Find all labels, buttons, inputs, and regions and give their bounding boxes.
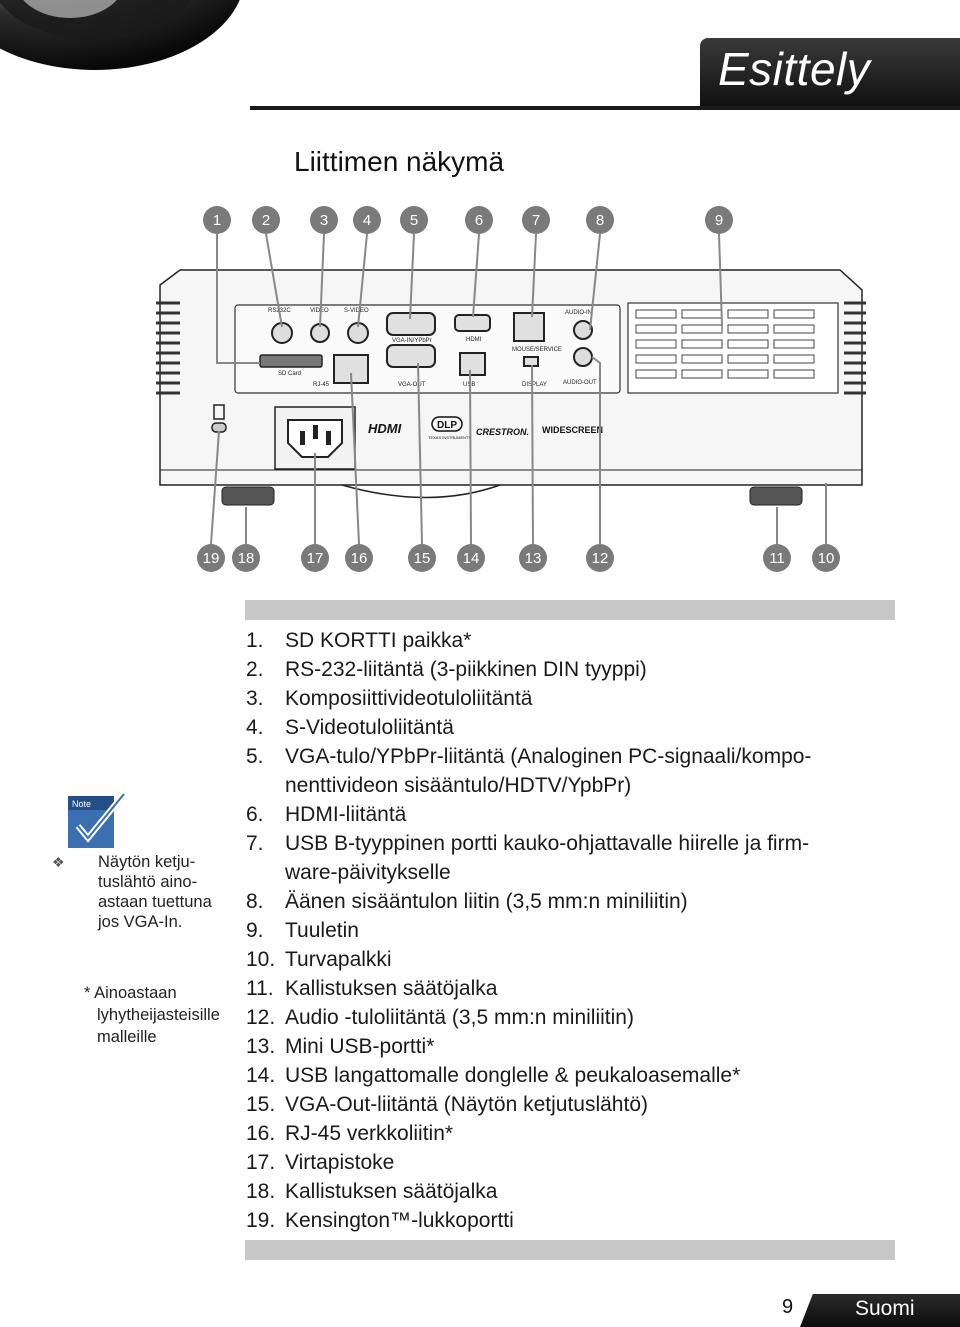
- svg-text:RJ-45: RJ-45: [313, 382, 330, 388]
- section-title: Liittimen näkymä: [294, 146, 505, 177]
- list-item: 11.Kallistuksen säätöjalka: [246, 977, 498, 1000]
- list-item: 9.Tuuletin: [246, 919, 359, 942]
- footer-tab: [800, 1294, 960, 1327]
- svg-text:15: 15: [414, 550, 431, 567]
- svg-text:VGA-OUT: VGA-OUT: [398, 382, 426, 388]
- svg-text:14: 14: [463, 550, 480, 567]
- list-item: 17.Virtapistoke: [246, 1151, 395, 1174]
- callout-16: 16: [345, 544, 373, 572]
- note-text: ❖ Näytön ketju- tuslähtö aino- astaan tu…: [52, 853, 212, 931]
- page-number: 9: [782, 1296, 794, 1318]
- svg-text:6: 6: [475, 212, 483, 229]
- callout-15: 15: [408, 544, 436, 572]
- svg-text:7: 7: [532, 212, 540, 229]
- list-item: 7.USB B-tyyppinen portti kauko-ohjattava…: [246, 832, 810, 855]
- list-item: 14.USB langattomalle donglelle & peukalo…: [246, 1064, 741, 1087]
- list-item: 5.VGA-tulo/YPbPr-liitäntä (Analoginen PC…: [246, 745, 812, 768]
- svg-text:2: 2: [262, 212, 270, 229]
- list-item: 13.Mini USB-portti*: [246, 1035, 435, 1058]
- list-top-bar: [245, 600, 895, 620]
- list-item: nenttivideon sisääntulo/HDTV/YpbPr): [285, 774, 632, 797]
- callout-18: 18: [232, 544, 260, 572]
- projector-body: RS232C VIDEO S-VIDEO VGA-IN/YPbPr HDMI M…: [156, 269, 866, 506]
- svg-text:3: 3: [320, 212, 328, 229]
- svg-text:12: 12: [592, 550, 609, 567]
- svg-text:S-VIDEO: S-VIDEO: [344, 308, 369, 314]
- lens-decoration: [0, 0, 250, 70]
- svg-text:19: 19: [203, 550, 220, 567]
- list-item: 2.RS-232-liitäntä (3-piikkinen DIN tyypp…: [246, 658, 647, 681]
- svg-text:18: 18: [238, 550, 255, 567]
- list-item: 18.Kallistuksen säätöjalka: [246, 1180, 498, 1203]
- svg-text:16: 16: [351, 550, 368, 567]
- callout-1: 1: [203, 206, 231, 234]
- svg-text:CRESTRON.: CRESTRON.: [476, 427, 529, 437]
- list-item: 10.Turvapalkki: [246, 948, 392, 971]
- callout-5: 5: [400, 206, 428, 234]
- callout-10: 10: [812, 544, 840, 572]
- svg-text:10: 10: [818, 550, 835, 567]
- callout-6: 6: [465, 206, 493, 234]
- callout-3: 3: [310, 206, 338, 234]
- callout-9: 9: [705, 206, 733, 234]
- list-item: 6.HDMI-liitäntä: [246, 803, 407, 826]
- svg-text:5: 5: [410, 212, 418, 229]
- svg-text:AUDIO-OUT: AUDIO-OUT: [563, 380, 597, 386]
- callouts-bottom: 19 18 17 16 15 14 13 12 11 10: [197, 544, 840, 572]
- list-bottom-bar: [245, 1240, 895, 1260]
- svg-text:DLP: DLP: [437, 420, 457, 431]
- callout-19: 19: [197, 544, 225, 572]
- header-rule: [250, 106, 960, 110]
- header-title: Esittely: [718, 43, 871, 95]
- svg-text:VGA-IN/YPbPr: VGA-IN/YPbPr: [392, 338, 432, 344]
- callout-2: 2: [252, 206, 280, 234]
- note-icon: Note: [66, 792, 127, 850]
- callout-13: 13: [519, 544, 547, 572]
- list-item: 16.RJ-45 verkkoliitin*: [246, 1122, 454, 1145]
- list-item: 8.Äänen sisääntulon liitin (3,5 mm:n min…: [246, 890, 688, 913]
- connector-list: 1.SD KORTTI paikka* 2.RS-232-liitäntä (3…: [246, 626, 811, 1235]
- footer-language: Suomi: [855, 1297, 915, 1320]
- callout-8: 8: [586, 206, 614, 234]
- svg-text:17: 17: [307, 550, 324, 567]
- svg-text:VIDEO: VIDEO: [310, 308, 329, 314]
- svg-text:4: 4: [363, 212, 371, 229]
- callouts-top: 1 2 3 4 5 6 7 8 9: [203, 206, 733, 234]
- svg-text:HDMI: HDMI: [466, 337, 482, 343]
- list-item: 3.Komposiittivideotuloliitäntä: [246, 687, 533, 710]
- list-item: 12.Audio -tuloliitäntä (3,5 mm:n minilii…: [246, 1006, 634, 1029]
- list-item: ware-päivitykselle: [285, 861, 451, 884]
- diamond-bullet-icon: ❖: [52, 854, 65, 870]
- svg-text:DISPLAY: DISPLAY: [522, 382, 547, 388]
- svg-text:11: 11: [769, 550, 785, 567]
- svg-text:1: 1: [213, 212, 221, 229]
- star-note: * Ainoastaan lyhytheijasteisille malleil…: [84, 984, 220, 1046]
- svg-text:Note: Note: [72, 799, 91, 809]
- list-item: 19.Kensington™-lukkoportti: [246, 1209, 514, 1232]
- callout-17: 17: [301, 544, 329, 572]
- svg-text:WIDESCREEN: WIDESCREEN: [542, 425, 603, 435]
- header-tab: [700, 38, 960, 110]
- svg-text:HDMI: HDMI: [368, 421, 402, 436]
- svg-text:9: 9: [715, 212, 723, 229]
- svg-text:MOUSE/SERVICE: MOUSE/SERVICE: [512, 347, 562, 353]
- callout-11: 11: [763, 544, 791, 572]
- svg-text:13: 13: [525, 550, 542, 567]
- connector-diagram: 1 2 3 4 5 6 7 8 9: [156, 206, 866, 572]
- callout-14: 14: [457, 544, 485, 572]
- callout-4: 4: [353, 206, 381, 234]
- list-item: 1.SD KORTTI paikka*: [246, 629, 472, 652]
- list-item: 4.S-Videotuloliitäntä: [246, 716, 454, 739]
- callout-7: 7: [522, 206, 550, 234]
- list-item: 15.VGA-Out-liitäntä (Näytön ketjutusläht…: [246, 1093, 648, 1116]
- callout-12: 12: [586, 544, 614, 572]
- svg-text:SD Card: SD Card: [278, 371, 301, 377]
- svg-text:8: 8: [596, 212, 604, 229]
- svg-text:TEXAS INSTRUMENTS: TEXAS INSTRUMENTS: [428, 435, 471, 440]
- svg-text:AUDIO-IN: AUDIO-IN: [565, 310, 592, 316]
